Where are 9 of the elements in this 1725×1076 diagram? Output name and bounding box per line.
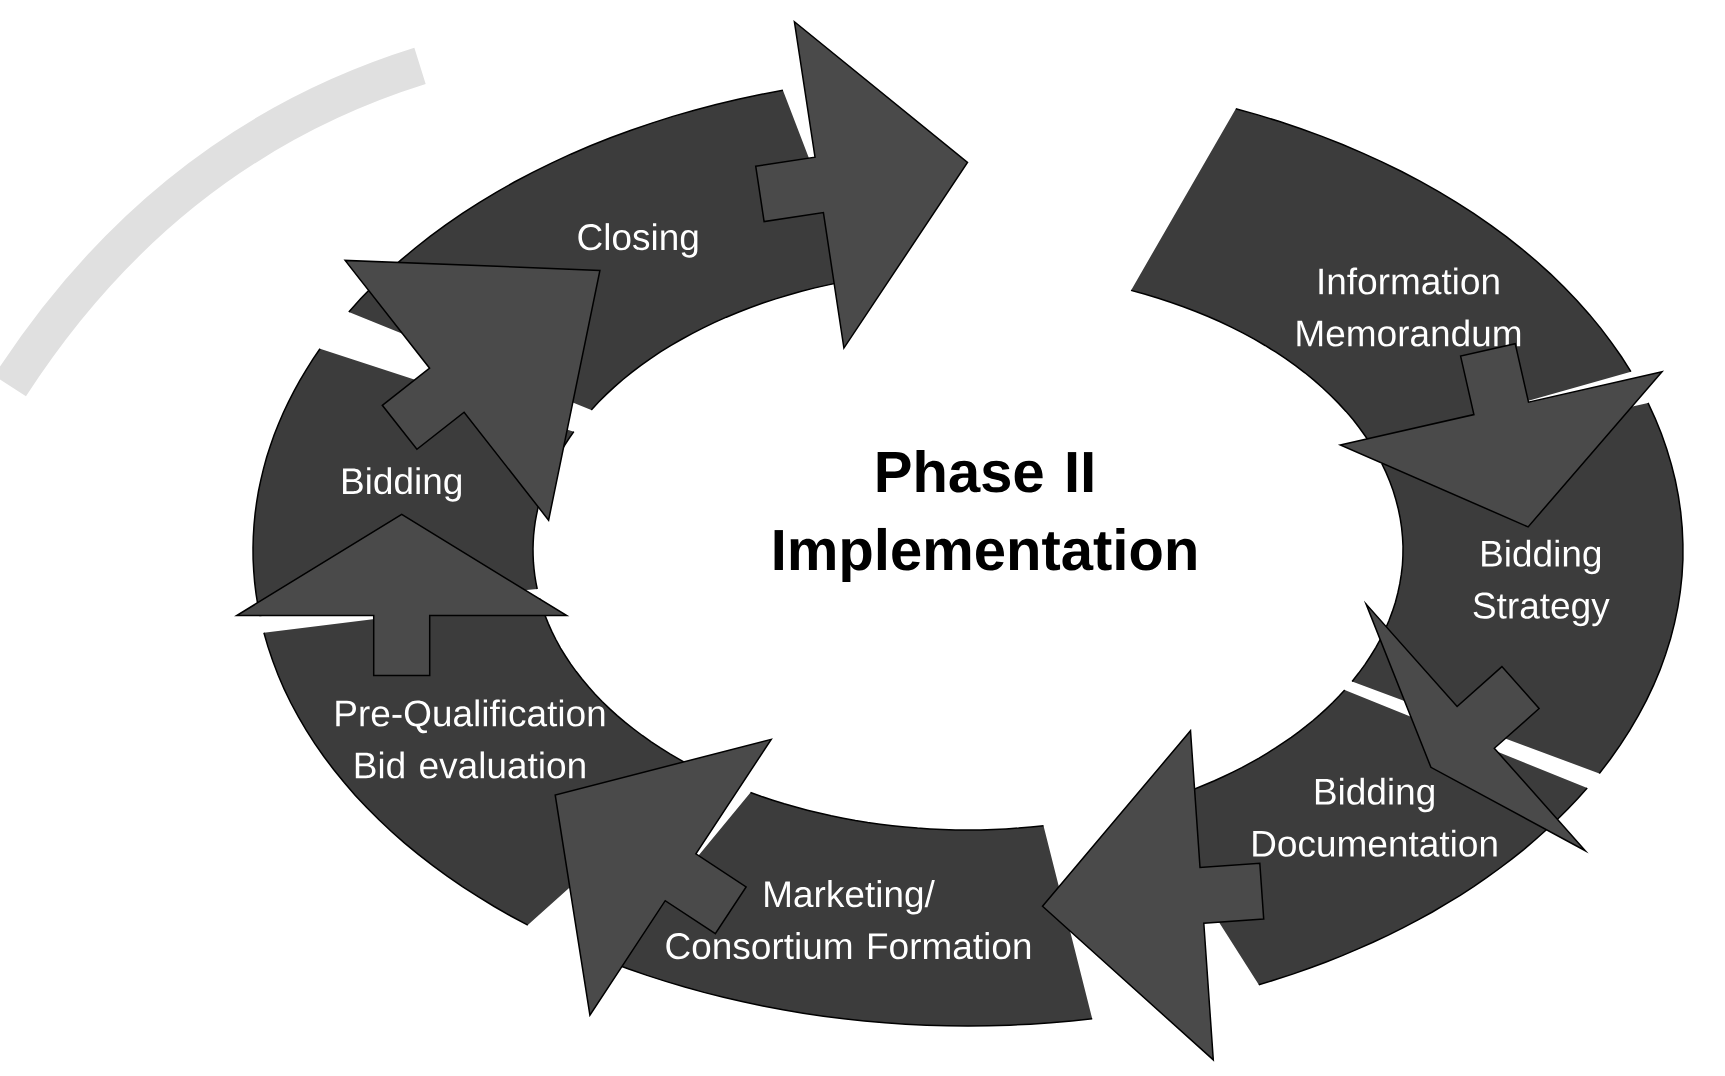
arrow: [1041, 728, 1265, 1062]
arrow-segment: Information Memorandum: [1130, 107, 1632, 446]
arrow: [1337, 342, 1665, 528]
center-heading: Phase II Implementation: [774, 449, 1196, 582]
arrow: [343, 259, 601, 522]
arrow: [554, 738, 773, 1018]
arrow: [754, 19, 969, 351]
arrow: [234, 513, 570, 677]
arrow: [1363, 600, 1589, 854]
